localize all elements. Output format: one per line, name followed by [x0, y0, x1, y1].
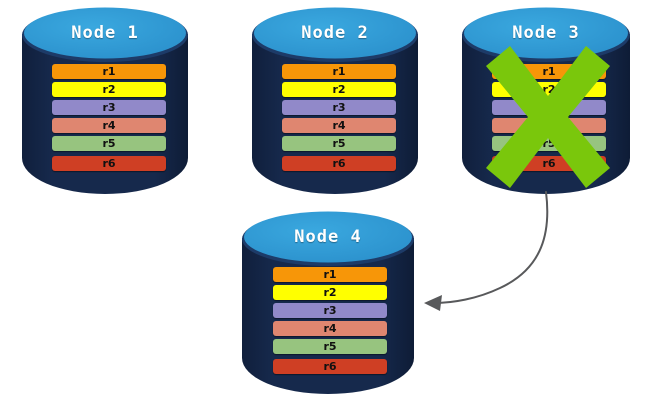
row-bar-r6[interactable]: r6	[492, 156, 606, 171]
row-bar-r1[interactable]: r1	[492, 64, 606, 79]
node-cylinder-node1[interactable]: Node 1 r1 r2 r3 r4 r5 r6	[20, 6, 190, 194]
row-bar-r3[interactable]: r3	[282, 100, 396, 115]
row-bar-r4[interactable]: r4	[52, 118, 166, 133]
row-bar-r4[interactable]: r4	[282, 118, 396, 133]
row-bar-r2[interactable]: r2	[52, 82, 166, 97]
row-bar-r2[interactable]: r2	[492, 82, 606, 97]
node-cylinder-node3[interactable]: Node 3 r1 r2 r3 r4 r5 r6	[460, 6, 632, 194]
row-bar-r2[interactable]: r2	[273, 285, 387, 300]
row-bar-r5[interactable]: r5	[492, 136, 606, 151]
row-bar-r2[interactable]: r2	[282, 82, 396, 97]
node-cylinder-node2[interactable]: Node 2 r1 r2 r3 r4 r5 r6	[250, 6, 420, 194]
row-bar-r3[interactable]: r3	[273, 303, 387, 318]
row-bar-r5[interactable]: r5	[52, 136, 166, 151]
row-bar-r3[interactable]: r3	[492, 100, 606, 115]
row-bar-r6[interactable]: r6	[282, 156, 396, 171]
node-cylinder-node4[interactable]: Node 4 r1 r2 r3 r4 r5 r6	[240, 210, 416, 394]
row-bar-r5[interactable]: r5	[282, 136, 396, 151]
row-bar-r1[interactable]: r1	[282, 64, 396, 79]
row-bar-r1[interactable]: r1	[52, 64, 166, 79]
row-bar-r6[interactable]: r6	[273, 359, 387, 374]
row-bar-r3[interactable]: r3	[52, 100, 166, 115]
row-bar-r6[interactable]: r6	[52, 156, 166, 171]
row-bar-r4[interactable]: r4	[492, 118, 606, 133]
row-bar-r1[interactable]: r1	[273, 267, 387, 282]
row-bar-r5[interactable]: r5	[273, 339, 387, 354]
row-bar-r4[interactable]: r4	[273, 321, 387, 336]
